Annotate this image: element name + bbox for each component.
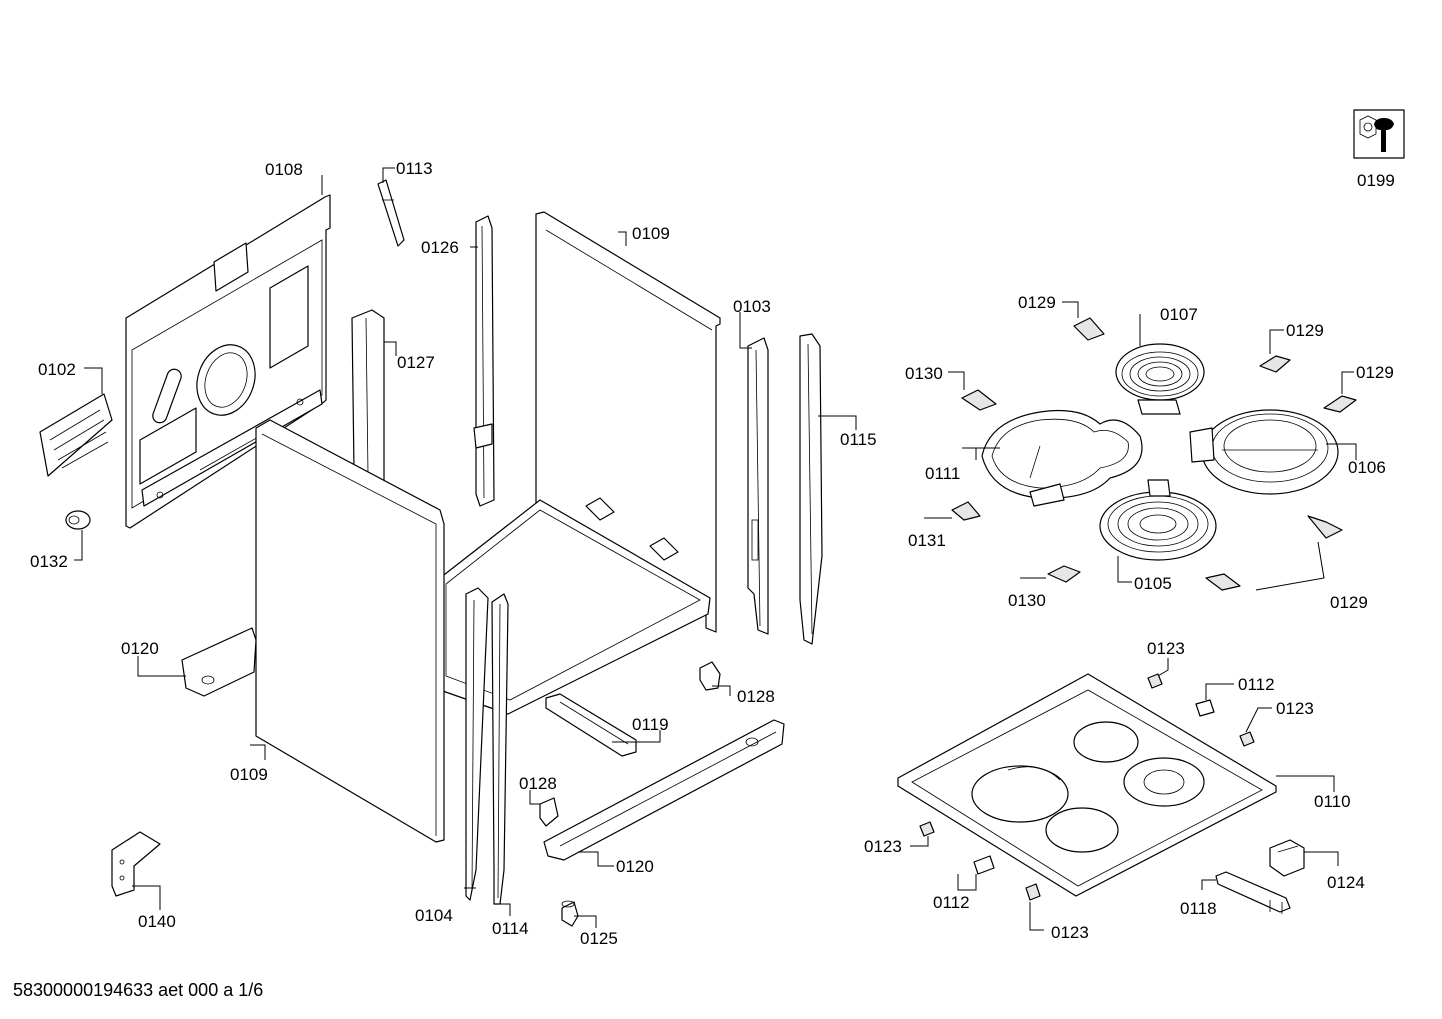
- part-label-0129a: 0129: [1018, 293, 1056, 312]
- grille-0102-part: [39, 393, 113, 477]
- fitting-0132-part: [65, 510, 91, 530]
- part-label-0125: 0125: [580, 929, 618, 948]
- part-label-0127: 0127: [397, 353, 435, 372]
- part-label-0119: 0119: [632, 715, 669, 734]
- part-label-0199: 0199: [1357, 171, 1395, 190]
- rail-0114-part: [491, 593, 509, 905]
- clip-0129b-part: [1259, 355, 1291, 373]
- part-label-0114: 0114: [492, 919, 529, 938]
- clip-0123b-part: [1239, 731, 1255, 747]
- clip-0129d-part: [1205, 515, 1343, 591]
- part-label-0140: 0140: [138, 912, 176, 931]
- part-label-0129b: 0129: [1286, 321, 1324, 340]
- rail-0126-part: [473, 215, 495, 507]
- heating-element-0107-part: [1115, 343, 1205, 415]
- part-label-0107: 0107: [1160, 305, 1198, 324]
- part-label-0130a: 0130: [905, 364, 943, 383]
- part-label-0118: 0118: [1180, 899, 1217, 918]
- heating-element-0106-part: [1189, 409, 1339, 495]
- part-label-0128b: 0128: [519, 774, 557, 793]
- terminal-block-0124-part: [1269, 839, 1305, 877]
- clip-0130a-part: [961, 389, 997, 411]
- part-label-0111: 0111: [925, 464, 960, 483]
- part-label-0113: 0113: [396, 159, 433, 178]
- clip-0128a-part: [699, 661, 721, 691]
- part-label-0130b: 0130: [1008, 591, 1046, 610]
- pad-0112a-part: [1195, 699, 1215, 717]
- glass-cooktop-0110-part: [897, 673, 1277, 897]
- part-label-0110: 0110: [1314, 792, 1351, 811]
- valve-0125-part: [561, 900, 579, 927]
- clip-0129c-part: [1323, 395, 1357, 413]
- part-label-0131: 0131: [908, 531, 946, 550]
- clip-0131-part: [951, 501, 981, 521]
- bracket-0140-part: [111, 831, 161, 897]
- part-label-0112a: 0112: [1238, 675, 1275, 694]
- rail-0115-part: [799, 333, 823, 645]
- clip-0129a-part: [1073, 317, 1105, 341]
- clip-0130b-part: [1047, 565, 1081, 583]
- part-label-0123d: 0123: [1051, 923, 1089, 942]
- part-label-0126: 0126: [421, 238, 459, 257]
- part-label-0108: 0108: [265, 160, 303, 179]
- heating-element-0111-part: [981, 409, 1143, 507]
- part-label-0102: 0102: [38, 360, 76, 379]
- rail-0120-right-part: [543, 719, 785, 861]
- tool-service-icon: [1353, 109, 1405, 159]
- part-label-0120b: 0120: [616, 857, 654, 876]
- part-label-0120a: 0120: [121, 639, 159, 658]
- wiring-harness-0118-part: [1215, 871, 1291, 914]
- part-label-0112b: 0112: [933, 893, 970, 912]
- part-label-0132: 0132: [30, 552, 68, 571]
- part-label-0124: 0124: [1327, 873, 1365, 892]
- heating-element-0105-part: [1099, 479, 1217, 561]
- rail-0103-part: [747, 337, 769, 635]
- clip-0123a-part: [1147, 673, 1163, 689]
- part-label-0105: 0105: [1134, 574, 1172, 593]
- part-label-0106: 0106: [1348, 458, 1386, 477]
- part-label-0115: 0115: [840, 430, 877, 449]
- rail-0104-part: [465, 587, 489, 901]
- rail-0127-part: [351, 309, 385, 487]
- part-label-0104: 0104: [415, 906, 453, 925]
- clip-0128b-part: [539, 797, 559, 827]
- part-label-0103: 0103: [733, 297, 771, 316]
- part-label-0109b: 0109: [230, 765, 268, 784]
- part-label-0109a: 0109: [632, 224, 670, 243]
- back-panel-part: [125, 194, 331, 529]
- rail-0120-left-part: [181, 627, 257, 697]
- part-label-0128a: 0128: [737, 687, 775, 706]
- part-label-0129d: 0129: [1330, 593, 1368, 612]
- clip-0123c-part: [919, 821, 935, 837]
- part-label-0129c: 0129: [1356, 363, 1394, 382]
- part-label-0123a: 0123: [1147, 639, 1185, 658]
- clip-0123d-part: [1025, 883, 1041, 901]
- rail-0119-part: [545, 693, 637, 757]
- side-panel-left-0109-part: [255, 419, 445, 843]
- part-label-0123c: 0123: [864, 837, 902, 856]
- pad-0112b-part: [973, 855, 995, 875]
- document-id: 58300000194633 aet 000 a 1/6: [13, 980, 264, 1000]
- part-label-0123b: 0123: [1276, 699, 1314, 718]
- bracket-0113-part: [377, 179, 405, 247]
